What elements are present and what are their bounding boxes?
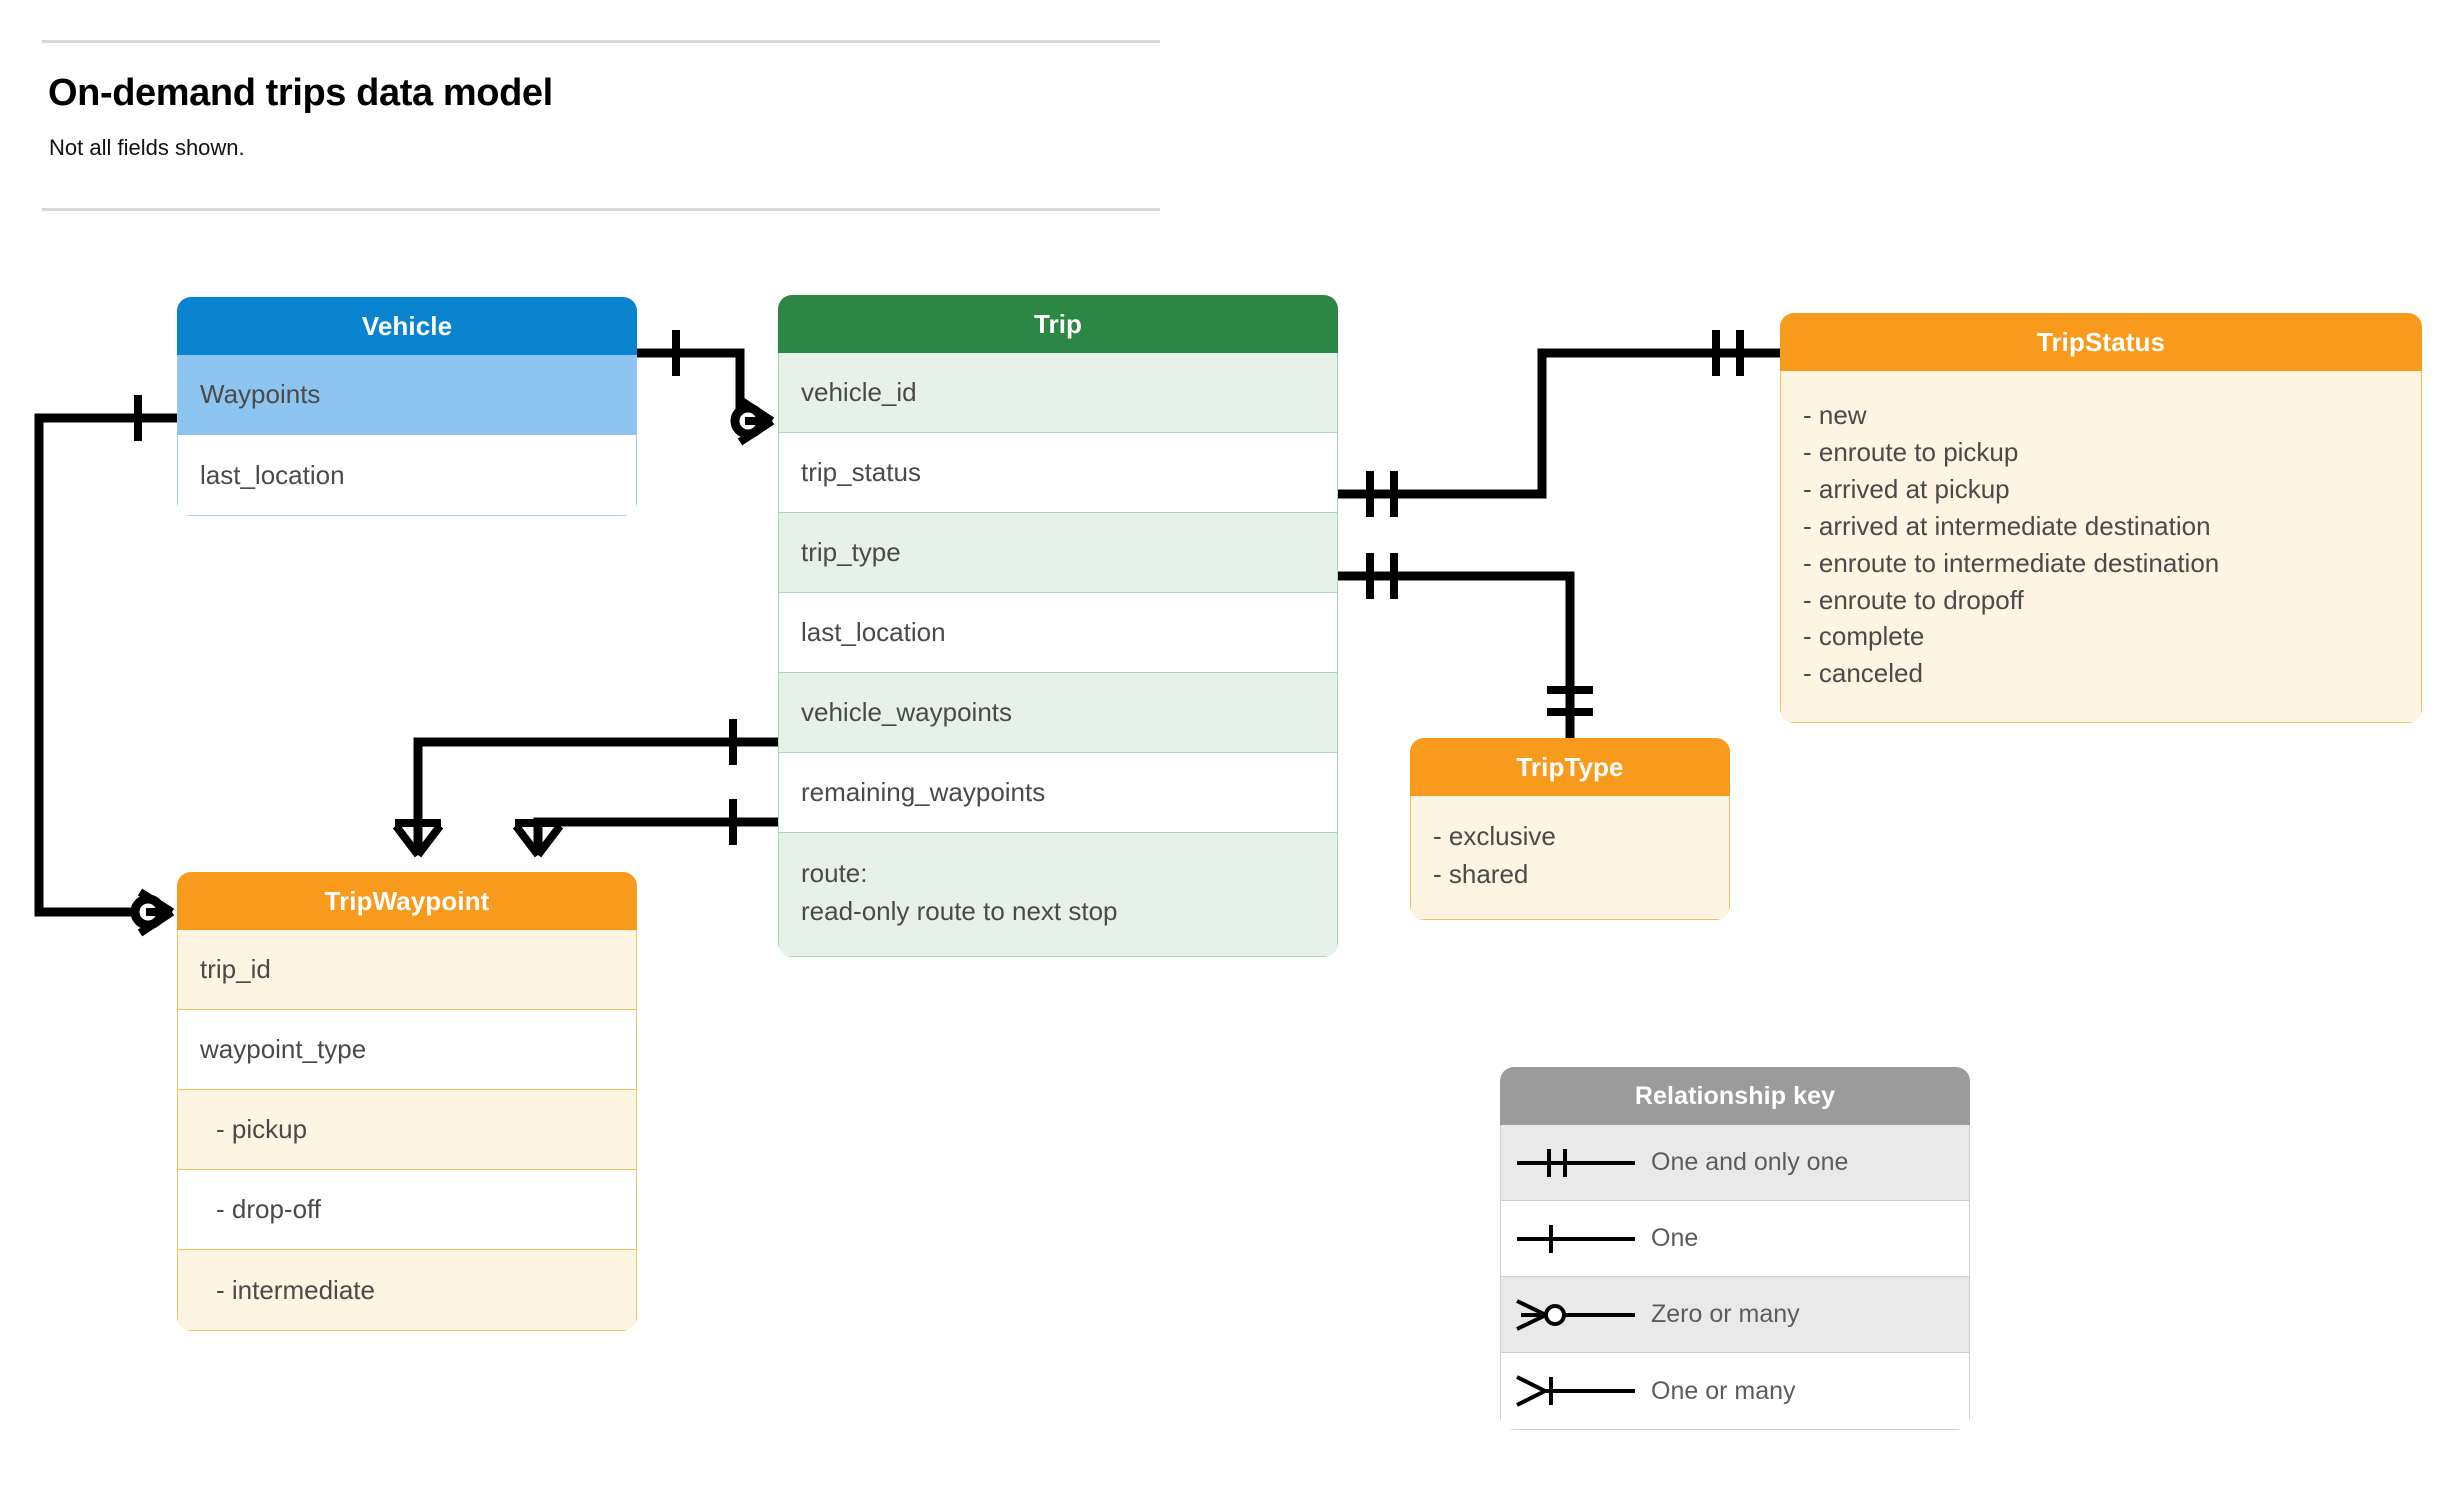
field-trip-id[interactable]: trip_id <box>178 930 636 1010</box>
one-or-many-icon <box>1501 1369 1651 1413</box>
legend-item-one: One <box>1501 1201 1969 1277</box>
entity-trip-fields: vehicle_id trip_status trip_type last_lo… <box>778 353 1338 958</box>
enum-value: - canceled <box>1803 658 1923 689</box>
entity-vehicle-fields: Waypoints last_location <box>177 355 637 516</box>
entity-vehicle[interactable]: Vehicle Waypoints last_location <box>177 297 637 516</box>
enum-value: - complete <box>1803 621 1925 652</box>
field-last-location[interactable]: last_location <box>178 435 636 515</box>
header-rule-bottom <box>42 208 1160 211</box>
entity-trip[interactable]: Trip vehicle_id trip_status trip_type la… <box>778 295 1338 958</box>
field-trip-status[interactable]: trip_status <box>779 433 1337 513</box>
relationship-key-title: Relationship key <box>1500 1067 1970 1125</box>
field-route-label: route: <box>801 858 868 888</box>
field-route[interactable]: route: read-only route to next stop <box>779 833 1337 957</box>
relationship-key-items: One and only one One <box>1500 1125 1970 1430</box>
field-remaining-waypoints[interactable]: remaining_waypoints <box>779 753 1337 833</box>
enum-value: - arrived at intermediate destination <box>1803 510 2211 541</box>
entity-trip-waypoint-title: TripWaypoint <box>177 872 637 930</box>
header-rule-top <box>42 40 1160 43</box>
enum-value: - enroute to dropoff <box>1803 584 2024 615</box>
page-title: On-demand trips data model <box>48 72 553 114</box>
field-vehicle-waypoints[interactable]: vehicle_waypoints <box>779 673 1337 753</box>
one-icon <box>1501 1217 1651 1261</box>
enum-value: - exclusive <box>1433 821 1556 851</box>
relationship-key-legend[interactable]: Relationship key One and only one <box>1500 1067 1970 1430</box>
legend-item-one-or-many: One or many <box>1501 1353 1969 1429</box>
legend-label: Zero or many <box>1651 1300 1800 1328</box>
legend-item-one-and-only-one: One and only one <box>1501 1125 1969 1201</box>
entity-trip-status-title: TripStatus <box>1780 313 2422 371</box>
entity-trip-type-values: - exclusive - shared <box>1410 796 1730 921</box>
field-vehicle-id[interactable]: vehicle_id <box>779 353 1337 433</box>
field-last-location[interactable]: last_location <box>779 593 1337 673</box>
one-and-only-one-icon <box>1501 1141 1651 1185</box>
entity-trip-waypoint[interactable]: TripWaypoint trip_id waypoint_type - pic… <box>177 872 637 1331</box>
entity-trip-type[interactable]: TripType - exclusive - shared <box>1410 738 1730 921</box>
enum-value-drop-off: - drop-off <box>178 1170 636 1250</box>
entity-trip-status[interactable]: TripStatus - new - enroute to pickup - a… <box>1780 313 2422 724</box>
enum-value: - arrived at pickup <box>1803 473 2010 504</box>
enum-value: - new <box>1803 400 1867 430</box>
enum-value-intermediate: - intermediate <box>178 1250 636 1330</box>
entity-trip-type-title: TripType <box>1410 738 1730 796</box>
field-waypoints[interactable]: Waypoints <box>178 355 636 435</box>
entity-trip-title: Trip <box>778 295 1338 353</box>
enum-value: - enroute to pickup <box>1803 436 2019 467</box>
field-trip-type[interactable]: trip_type <box>779 513 1337 593</box>
legend-item-zero-or-many: Zero or many <box>1501 1277 1969 1353</box>
legend-label: One and only one <box>1651 1148 1849 1176</box>
field-waypoint-type[interactable]: waypoint_type <box>178 1010 636 1090</box>
entity-vehicle-title: Vehicle <box>177 297 637 355</box>
zero-or-many-icon <box>1501 1293 1651 1337</box>
enum-value-pickup: - pickup <box>178 1090 636 1170</box>
enum-value: - shared <box>1433 858 1529 889</box>
legend-label: One or many <box>1651 1376 1796 1405</box>
entity-trip-waypoint-fields: trip_id waypoint_type - pickup - drop-of… <box>177 930 637 1331</box>
legend-label: One <box>1651 1224 1699 1252</box>
entity-trip-status-values: - new - enroute to pickup - arrived at p… <box>1780 371 2422 724</box>
enum-value: - enroute to intermediate destination <box>1803 547 2220 578</box>
page-subtitle: Not all fields shown. <box>49 135 245 160</box>
field-route-description: read-only route to next stop <box>801 895 1118 926</box>
